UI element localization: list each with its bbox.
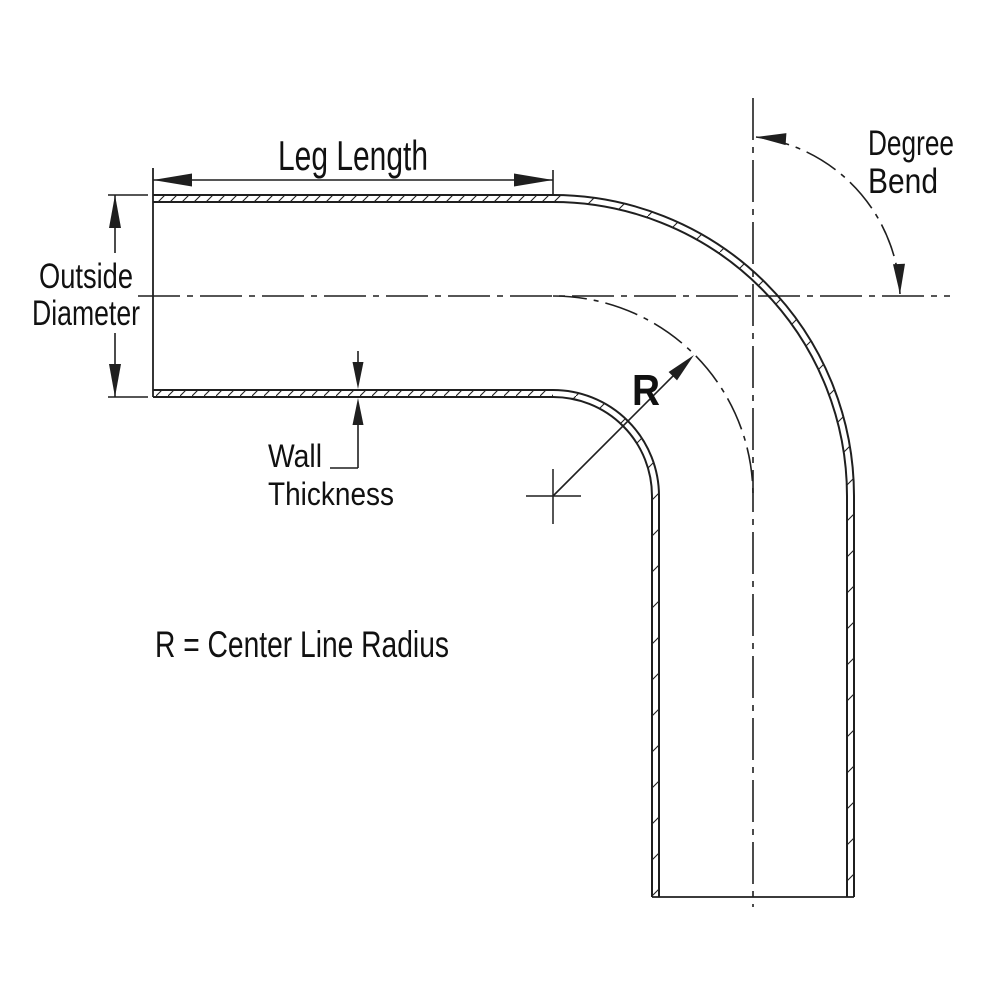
arrowheads-group — [109, 133, 905, 425]
wall-thickness-label-line1: Wall — [268, 438, 322, 474]
outside-diameter-label-line1: Outside — [39, 257, 133, 296]
tube-outer-top-edge — [153, 194, 855, 897]
od-bottom-arrow — [109, 364, 121, 397]
leg-length-right-arrow — [514, 173, 553, 187]
labels-group: Leg Length Outside Diameter Wall Thickne… — [32, 124, 954, 665]
left-wall-hatch — [652, 496, 659, 897]
wall-thickness-label-line2: Thickness — [268, 476, 394, 512]
bend-center-cross — [526, 469, 581, 524]
degree-bend-label-line1: Degree — [868, 124, 954, 163]
radius-arrow — [668, 355, 694, 381]
degree-bend-arc — [755, 136, 901, 295]
leg-length-label: Leg Length — [278, 132, 428, 179]
wall-thickness-up-arrow — [352, 398, 364, 425]
tube-outline-group — [152, 168, 855, 898]
outside-diameter-label-line2: Diameter — [32, 294, 140, 333]
wall-thickness-down-arrow — [352, 362, 364, 389]
center-line-radius-legend: R = Center Line Radius — [155, 624, 449, 665]
centerlines-group — [138, 98, 950, 907]
centerline-radius-arc — [552, 295, 754, 497]
degree-bend-label-line2: Bend — [868, 162, 938, 201]
bottom-wall-hatch — [153, 390, 553, 397]
tube-inner-top-edge — [153, 201, 848, 897]
right-wall-hatch — [847, 496, 854, 897]
degree-bend-top-arrow — [756, 133, 787, 146]
degree-bend-bottom-arrow — [893, 263, 905, 294]
top-wall-hatch — [153, 195, 553, 202]
radius-leader-line — [552, 372, 677, 497]
radius-symbol-label: R — [632, 366, 660, 415]
leg-length-left-arrow — [153, 173, 192, 187]
od-top-arrow — [109, 195, 121, 228]
